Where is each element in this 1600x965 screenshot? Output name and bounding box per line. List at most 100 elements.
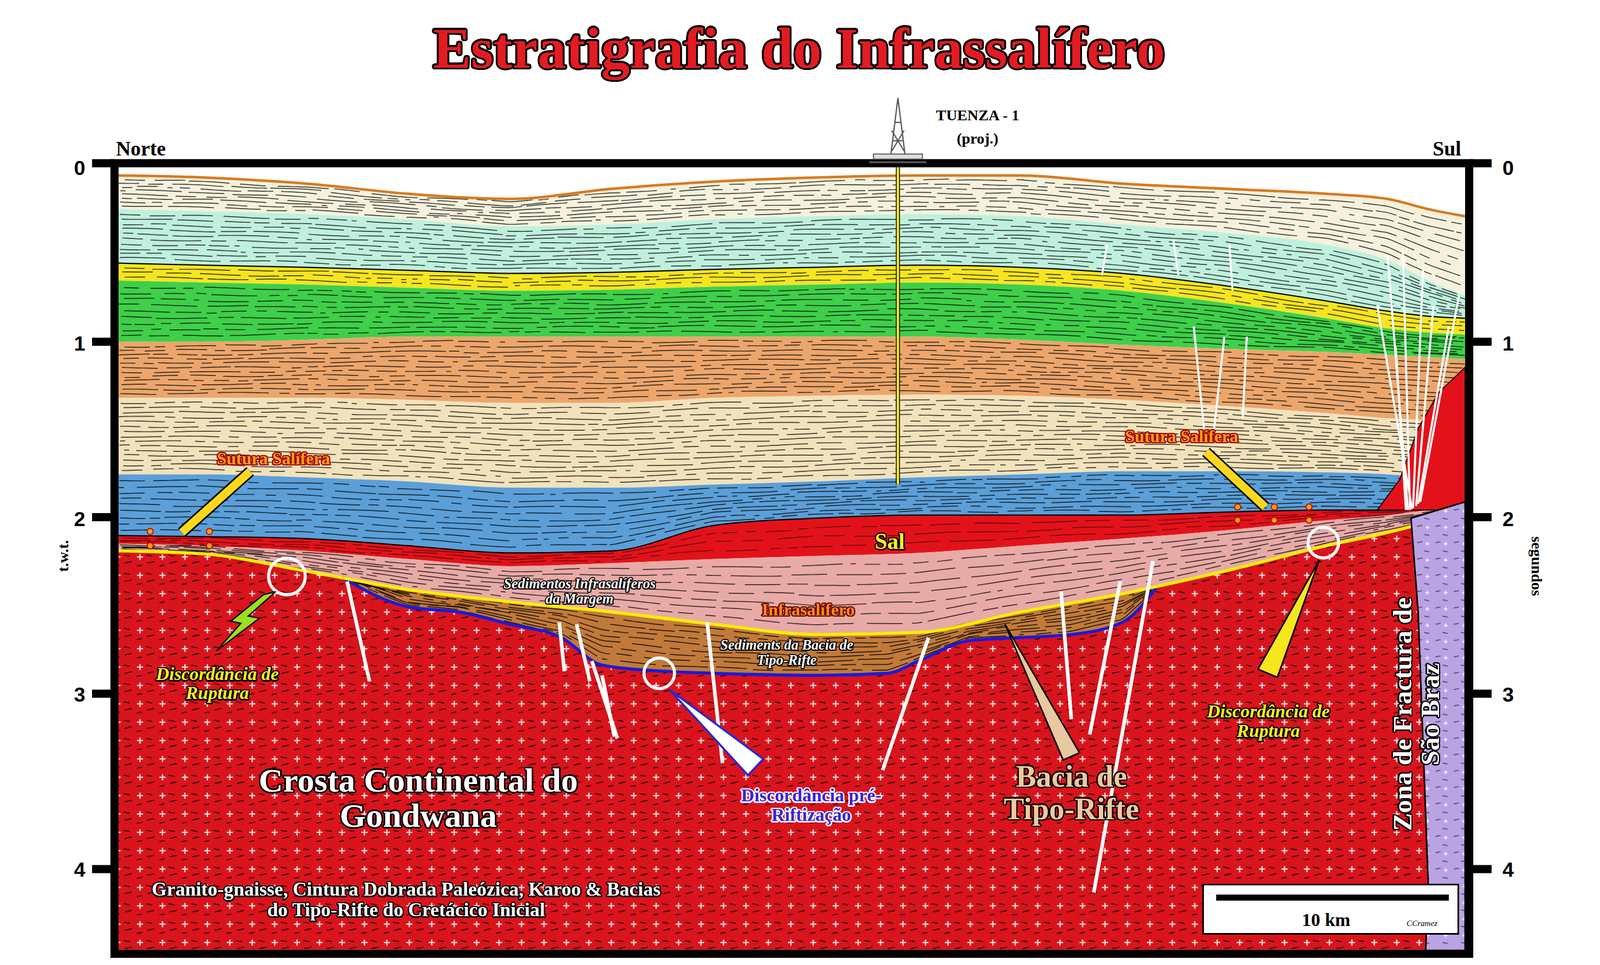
fault-line [882,637,929,771]
reflector [121,512,1462,606]
axis-number: 4 [73,859,86,882]
direction-label: Sul [1432,138,1461,160]
structure-label: Bacia de Tipo-Rifte [982,760,1162,826]
reflector [120,253,1462,314]
unit-label: Sedimentos Infrasalíferos da Margem [497,577,662,607]
horizon-line [118,503,1466,553]
reflector [123,511,1462,597]
reflector [119,257,1463,316]
lightning-arrow [216,591,276,651]
structure-label: Zona de Fractura de São Braz [1388,594,1445,835]
section-frame [114,163,1469,954]
axis-number: 2 [73,508,86,531]
wedge-arrow [1258,560,1320,678]
pointer-bar [182,451,1266,533]
reflector [344,577,1156,671]
fault-line [1093,560,1153,893]
scale-bar [1215,894,1449,901]
overlay [147,167,1339,776]
axis-number: 3 [1502,684,1514,706]
reflector [123,298,1464,342]
fault-line [591,661,618,739]
well-track [896,167,900,485]
breakup-unconformity [118,515,1466,635]
basement [118,515,1466,950]
reflector [123,514,1462,625]
fault-line [1420,295,1460,502]
reflector [122,385,1461,413]
unit-label: Infrasalífero [761,600,855,620]
reflector [121,198,1461,269]
fault-line [1214,336,1225,429]
fault-line [1193,326,1204,429]
horizon-label: Sutura Salífera [216,450,330,469]
axis-number: 0 [1502,157,1514,180]
fault-line [347,581,370,682]
well-outline [895,167,900,485]
fault-line [559,622,565,671]
fault-line [1242,336,1248,419]
fault-line [1089,581,1120,735]
reflector-group [121,267,1465,331]
title: Estratigrafia do Infrassalífero [432,18,1165,80]
reflector [120,399,1463,426]
reflector [121,513,1463,616]
reflector [120,433,1461,450]
prerift-unconformity [341,577,1158,676]
reflector [121,363,1463,389]
scale-value: 10 km [1301,909,1351,931]
fault-line [1173,239,1179,276]
axis-number: 1 [1502,333,1514,355]
fault-line [576,624,590,682]
reflector-group [119,507,1463,626]
wedge-arrow [669,689,764,776]
axis-number: 1 [73,333,86,355]
axis-number: 4 [1502,859,1514,882]
well-name: TUENZA - 1 [935,107,1020,124]
fault-line [1229,244,1233,291]
reflector-group [343,577,1158,671]
reflector [124,340,1465,365]
reflector [120,389,1462,419]
reflector [124,419,1462,440]
scale-box: 10 km CCramez [1202,883,1460,935]
horizon-label: Sutura Salífera [1124,427,1239,446]
unconformity-label: Discordância pré-Riftização [734,785,888,825]
unit-label: Sediments da Bacia de Tipo-Rifte [710,638,864,669]
salt-dots [147,503,1313,549]
axis-number: 3 [73,684,86,706]
reflector [120,501,1457,548]
reflector [122,409,1466,433]
unit-label: Sal [875,529,905,554]
reflector [124,376,1462,402]
axis-number: 0 [73,157,86,180]
reflector [119,344,1463,368]
unconformity-label: Discordância de Ruptura [151,664,284,703]
author-credit: CCramez [1406,918,1438,928]
fault-line [1417,326,1449,504]
fault-line [1377,306,1412,510]
reflector [119,474,1465,495]
reflector-group [118,178,1464,285]
unconformity-label: Discordância de Ruptura [1202,702,1336,741]
reflector [120,314,1462,350]
reflector [121,218,1465,300]
reflector-group [118,399,1465,483]
fault-line [1060,591,1072,719]
axis-title: t.w.t. [55,540,72,573]
derrick-icon [869,98,927,163]
well-note: (proj.) [956,130,999,147]
pointer-outline [182,451,1266,533]
wedge-arrow [1005,624,1080,760]
axis-ticks [92,163,1492,870]
fault-line [1102,244,1107,276]
seafloor-line [118,175,1466,217]
reflector [119,504,1460,560]
reflector [343,577,1158,667]
fault-line [601,675,615,737]
direction-label: Norte [115,138,166,160]
reflector [121,507,1462,577]
layers [118,175,1466,950]
reflector [119,303,1461,345]
